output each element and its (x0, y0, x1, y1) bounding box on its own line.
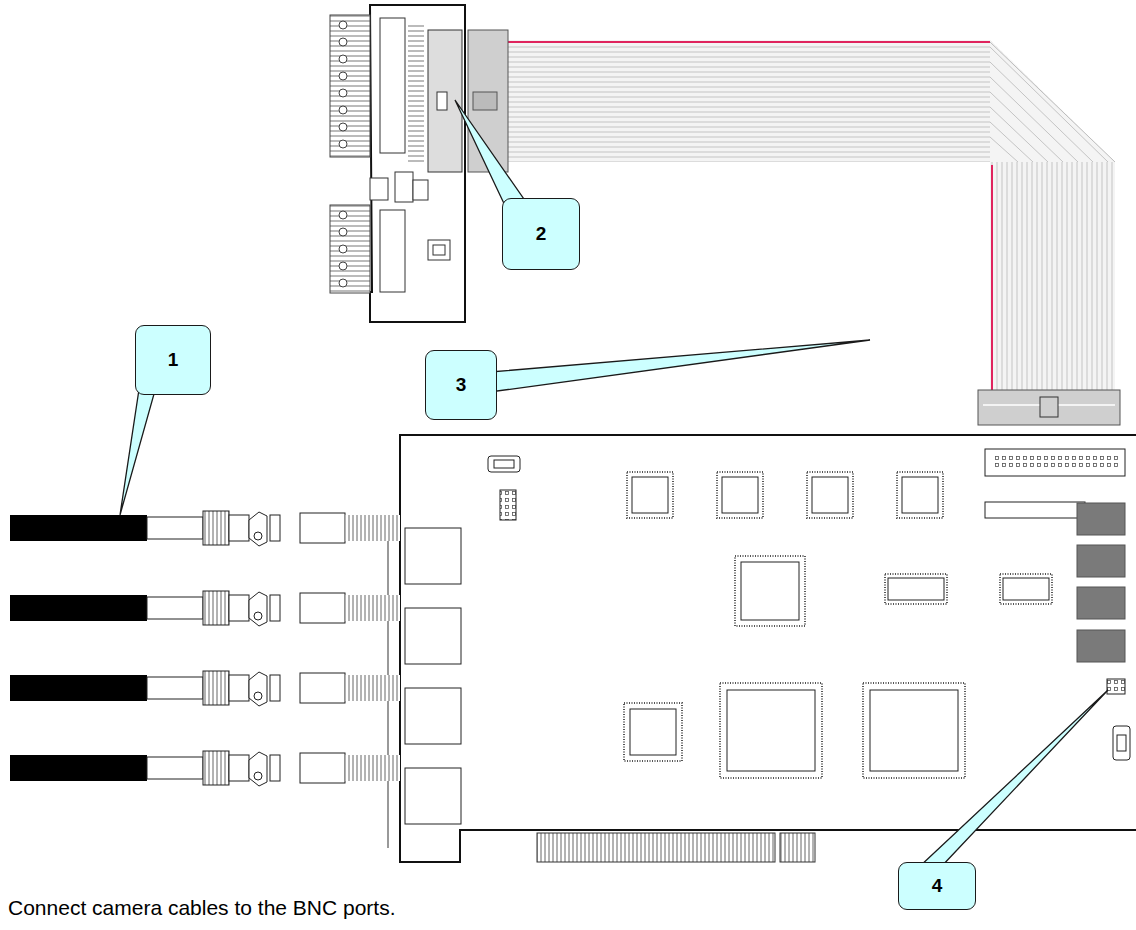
pci-card (388, 435, 1136, 862)
callout-number: 4 (932, 875, 943, 897)
bnc-camera-cables (10, 511, 400, 786)
callout-box: 2 (502, 198, 580, 270)
callout-box: 1 (135, 325, 211, 395)
callout-number: 3 (456, 374, 467, 396)
instruction-text: Connect camera cables to the BNC ports. (8, 896, 396, 920)
callout-number: 1 (168, 349, 179, 371)
breakout-board (330, 5, 465, 322)
callout-box: 4 (898, 862, 976, 910)
callout-pointer (120, 100, 1108, 868)
ribbon-cable (468, 30, 1120, 425)
callout-box: 3 (425, 350, 497, 420)
callout-number: 2 (536, 223, 547, 245)
